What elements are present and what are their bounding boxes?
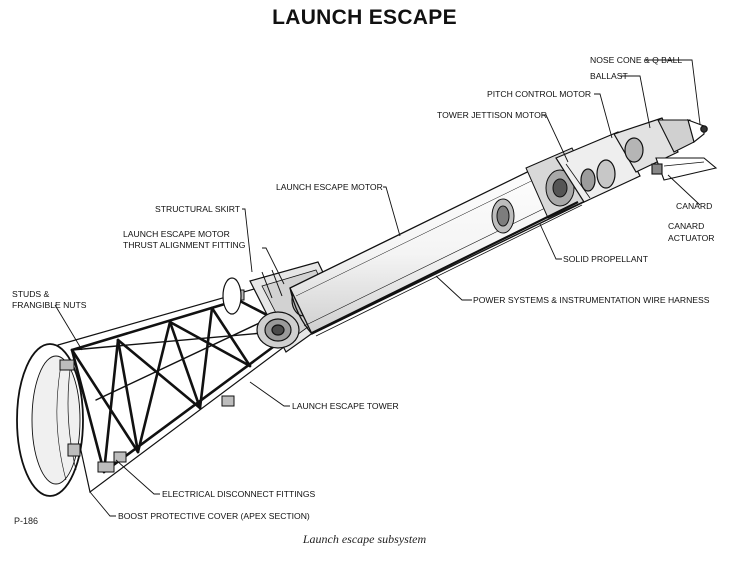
part-labels: NOSE CONE & Q BALL BALLAST PITCH CONTROL… xyxy=(12,55,714,521)
label-boost-protective-cover: BOOST PROTECTIVE COVER (APEX SECTION) xyxy=(118,511,310,521)
label-wire-harness: POWER SYSTEMS & INSTRUMENTATION WIRE HAR… xyxy=(473,295,710,305)
boost-protective-cover xyxy=(16,282,301,497)
label-solid-propellant: SOLID PROPELLANT xyxy=(563,254,649,264)
label-canard-actuator-line2: ACTUATOR xyxy=(668,233,714,243)
label-thrust-alignment-line2: THRUST ALIGNMENT FITTING xyxy=(123,240,246,250)
wire-harness xyxy=(311,201,583,337)
nose-cone-q-ball xyxy=(687,119,708,144)
label-pitch-control-motor: PITCH CONTROL MOTOR xyxy=(487,89,591,99)
label-structural-skirt: STRUCTURAL SKIRT xyxy=(155,204,241,214)
plate-number: P-186 xyxy=(14,516,39,526)
leader-lines xyxy=(54,59,701,517)
label-studs-line1: STUDS & xyxy=(12,289,50,299)
label-electrical-disconnect-fittings: ELECTRICAL DISCONNECT FITTINGS xyxy=(162,489,316,499)
label-ballast: BALLAST xyxy=(590,71,628,81)
label-launch-escape-motor: LAUNCH ESCAPE MOTOR xyxy=(276,182,383,192)
label-thrust-alignment-line1: LAUNCH ESCAPE MOTOR xyxy=(123,229,230,239)
label-canard: CANARD xyxy=(676,201,712,211)
canard xyxy=(651,157,718,181)
diagram-title: LAUNCH ESCAPE xyxy=(272,6,457,29)
figure-caption: Launch escape subsystem xyxy=(302,532,427,546)
tower-jettison-motor xyxy=(555,131,641,203)
label-studs-line2: FRANGIBLE NUTS xyxy=(12,300,87,310)
label-canard-actuator-line1: CANARD xyxy=(668,221,704,231)
label-launch-escape-tower: LAUNCH ESCAPE TOWER xyxy=(292,401,399,411)
label-tower-jettison-motor: TOWER JETTISON MOTOR xyxy=(437,110,547,120)
launch-escape-tower xyxy=(70,298,298,474)
label-nose-cone-q-ball: NOSE CONE & Q BALL xyxy=(590,55,682,65)
